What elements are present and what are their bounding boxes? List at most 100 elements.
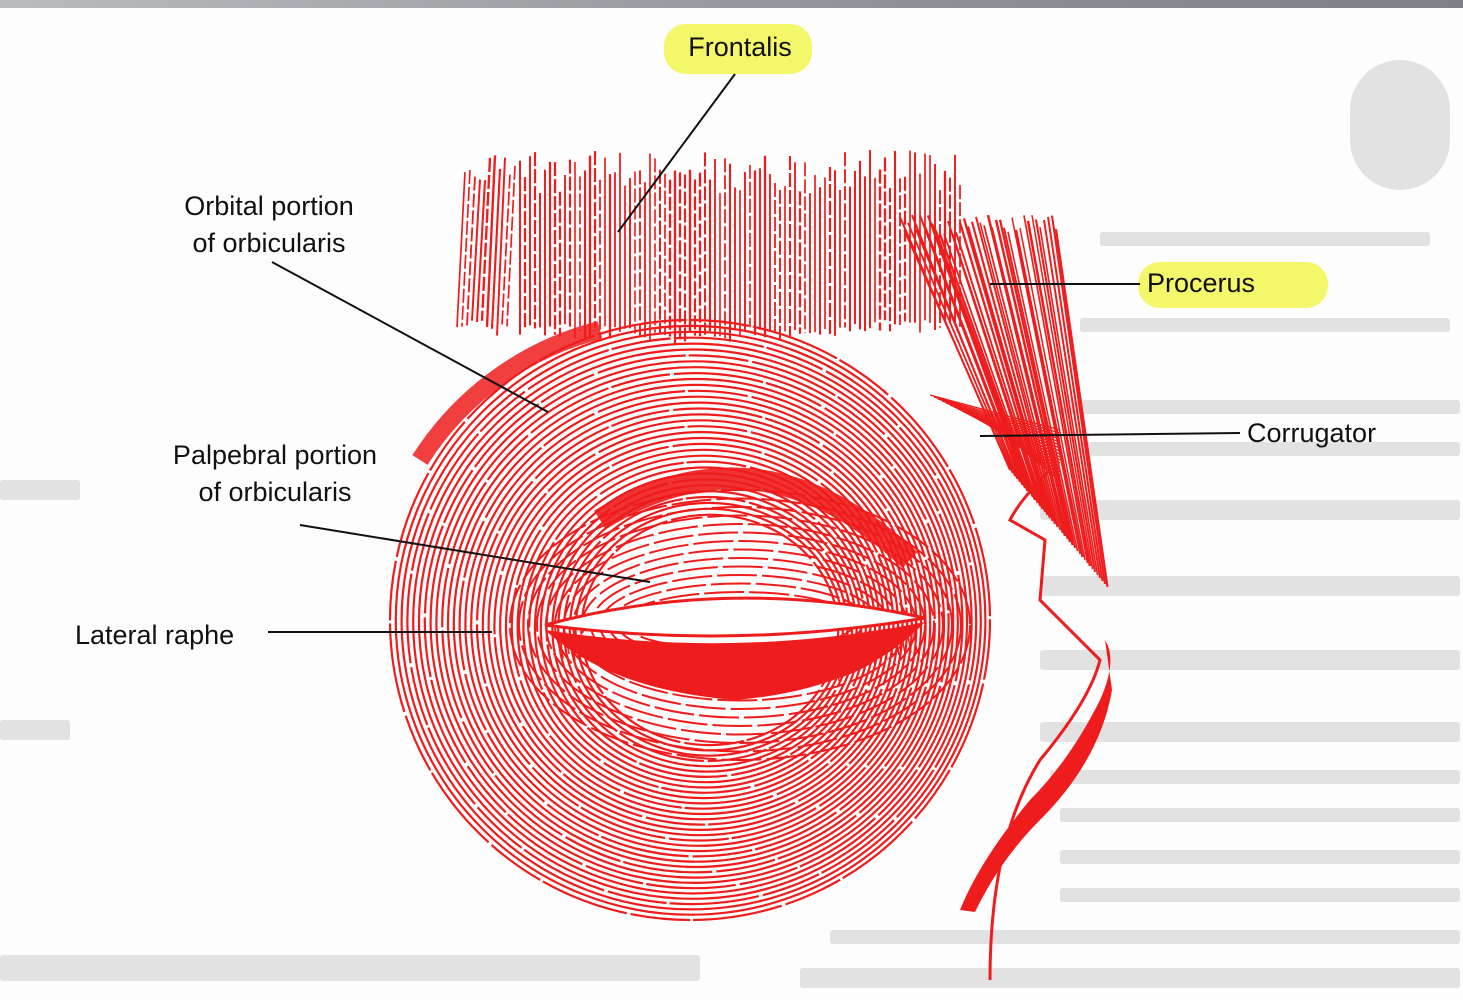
lash <box>583 642 588 664</box>
procerus-fiber <box>966 226 1054 522</box>
lash <box>577 640 582 662</box>
procerus-fiber <box>1039 227 1099 576</box>
lash <box>637 657 642 681</box>
lash <box>829 658 834 681</box>
lash <box>787 666 792 689</box>
lash <box>655 661 660 683</box>
frontalis-fiber <box>480 157 492 321</box>
procerus-highlight <box>1138 262 1328 308</box>
nose-bridge-line <box>988 468 1102 981</box>
lash <box>565 636 570 655</box>
label-palpebral-line2: of orbicularis <box>198 477 352 507</box>
page-top-bar <box>0 0 1463 8</box>
orbital-ring <box>522 454 886 800</box>
lash <box>841 655 846 671</box>
lash <box>895 639 900 656</box>
palpebral-ring <box>554 531 926 719</box>
palpebral-ring <box>518 497 962 753</box>
lash <box>691 667 696 685</box>
corrugator-fiber <box>929 394 1061 431</box>
corrugator-muscle-fibers <box>929 394 1061 482</box>
lash <box>793 665 798 687</box>
procerus-fiber <box>983 225 1064 534</box>
orbital-ring <box>417 348 969 895</box>
orbital-ring <box>435 366 955 879</box>
lash <box>883 643 888 660</box>
lash <box>877 645 882 662</box>
eyelid-opening <box>544 596 926 700</box>
orbital-ring <box>533 466 877 789</box>
frontalis-fiber <box>466 176 476 326</box>
lash <box>643 659 648 676</box>
orbital-ring <box>446 377 946 869</box>
lash <box>853 652 858 671</box>
frontalis-fiber <box>485 155 497 327</box>
label-lateral-raphe: Lateral raphe <box>75 620 235 650</box>
frontalis-fiber <box>490 168 502 329</box>
lash <box>751 669 756 688</box>
procerus-fiber <box>907 222 1016 477</box>
lash <box>835 656 840 681</box>
orbital-ring <box>429 360 959 884</box>
procerus-fiber <box>923 223 1026 489</box>
procerus-fiber <box>1031 215 1094 570</box>
nose-outline <box>960 468 1112 981</box>
lash <box>685 666 690 684</box>
label-procerus: Procerus <box>1147 268 1256 298</box>
procerus-fiber <box>943 233 1039 504</box>
lash <box>781 666 786 685</box>
lash <box>757 669 762 691</box>
lash <box>733 669 738 694</box>
frontalis-highlight <box>664 24 812 74</box>
palpebral-ring <box>536 514 944 736</box>
procerus-fiber <box>1007 231 1079 552</box>
procerus-fiber <box>1050 215 1107 585</box>
lash <box>913 633 918 653</box>
frontalis-fiber <box>501 174 511 327</box>
lash <box>907 635 912 653</box>
procerus-fiber <box>1026 220 1092 567</box>
procerus-fiber <box>970 221 1057 525</box>
procerus-muscle-fibers <box>899 214 1109 588</box>
procerus-fiber <box>1054 228 1109 588</box>
label-palpebral-line1: Palpebral portion <box>172 440 378 470</box>
palpebral-leader <box>299 524 651 583</box>
lash <box>775 667 780 688</box>
lid-gap <box>544 596 926 638</box>
orbital-ring <box>499 431 904 821</box>
corrugator-fiber <box>941 400 1061 440</box>
orbital-ring <box>452 383 941 863</box>
label-frontalis: Frontalis <box>688 32 792 62</box>
lash <box>667 663 672 687</box>
lash <box>649 660 654 677</box>
procerus-fiber <box>1023 215 1089 564</box>
lash <box>811 662 816 684</box>
lash <box>571 638 576 662</box>
frontalis-fiber <box>475 180 487 323</box>
orbital-ring <box>394 324 987 916</box>
orbital-ring <box>388 318 992 922</box>
frontalis-fiber <box>456 172 466 328</box>
palpebral-ring <box>527 506 953 744</box>
procerus-fiber <box>1011 217 1081 555</box>
lash <box>607 649 612 670</box>
corrugator-fiber <box>949 404 1061 446</box>
lash <box>715 669 720 687</box>
label-orbital-line1: Orbital portion <box>184 191 354 221</box>
lash <box>763 668 768 689</box>
orbital-ring <box>423 354 964 890</box>
upper-lid-shading <box>594 467 918 569</box>
procerus-fiber <box>1047 216 1104 582</box>
lash <box>703 668 708 693</box>
lash <box>559 634 564 659</box>
procerus-fiber <box>962 218 1052 519</box>
frontalis-fiber <box>506 165 516 327</box>
orbital-ring <box>510 442 895 810</box>
frontalis-fiber <box>471 179 481 321</box>
lash <box>631 656 636 681</box>
lash <box>601 648 606 666</box>
frontalis-fiber <box>461 169 471 327</box>
orbital-ring <box>412 342 973 900</box>
procerus-fiber <box>930 223 1032 495</box>
orbital-ring <box>400 330 982 911</box>
